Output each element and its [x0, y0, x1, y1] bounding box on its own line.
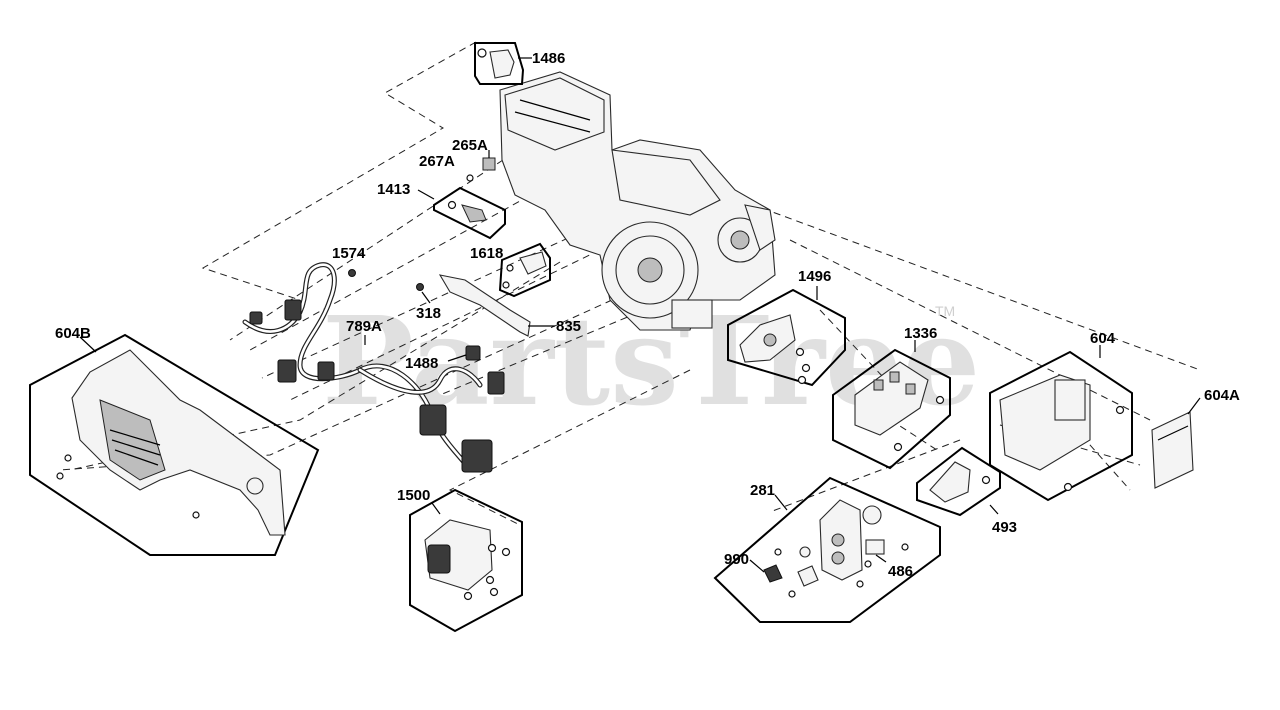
callout-604: 604 [1090, 330, 1116, 347]
engine-assembly [499, 71, 776, 331]
explode-lines [59, 41, 1201, 526]
watermark-trademark: TM [935, 303, 955, 319]
callout-1486: 1486 [532, 50, 565, 67]
callout-486: 486 [888, 563, 913, 580]
callout-1496: 1496 [798, 268, 831, 285]
callout-267A: 267A [419, 153, 455, 170]
callout-604A: 604A [1204, 387, 1240, 404]
part-604A-group: 604A [1151, 387, 1240, 489]
part-1413-group: 1413 [377, 181, 506, 240]
callout-789A: 789A [346, 318, 382, 335]
part-1574-group: 1574 [332, 245, 366, 277]
part-604-group: 604 [989, 330, 1133, 502]
callout-1500: 1500 [397, 487, 430, 504]
part-265A-267A-group: 265A 267A [419, 137, 496, 182]
callout-493: 493 [992, 519, 1017, 536]
callout-318: 318 [416, 305, 441, 322]
part-789A-harness: 789A [242, 262, 505, 473]
part-281-group: 281 990 486 [713, 476, 941, 623]
part-1486-group: 1486 [474, 42, 565, 85]
callout-1618: 1618 [470, 245, 503, 262]
part-1488-group: 1488 [405, 345, 481, 372]
part-1336-group: 1336 [832, 325, 951, 470]
part-493-group: 493 [916, 446, 1017, 536]
callout-1413: 1413 [377, 181, 410, 198]
part-1618-group: 1618 [470, 242, 551, 298]
callout-1574: 1574 [332, 245, 366, 262]
callout-835: 835 [556, 318, 581, 335]
part-318-835-group: 318 835 [416, 274, 581, 337]
part-1496-group: 1496 [727, 268, 846, 387]
callout-265A: 265A [452, 137, 488, 154]
callout-990: 990 [724, 551, 749, 568]
part-604B-group: 604B [29, 325, 320, 556]
callout-1488: 1488 [405, 355, 438, 372]
part-1500-group: 1500 [397, 487, 523, 633]
callout-281: 281 [750, 482, 775, 499]
callout-604B: 604B [55, 325, 91, 342]
callout-1336: 1336 [904, 325, 937, 342]
